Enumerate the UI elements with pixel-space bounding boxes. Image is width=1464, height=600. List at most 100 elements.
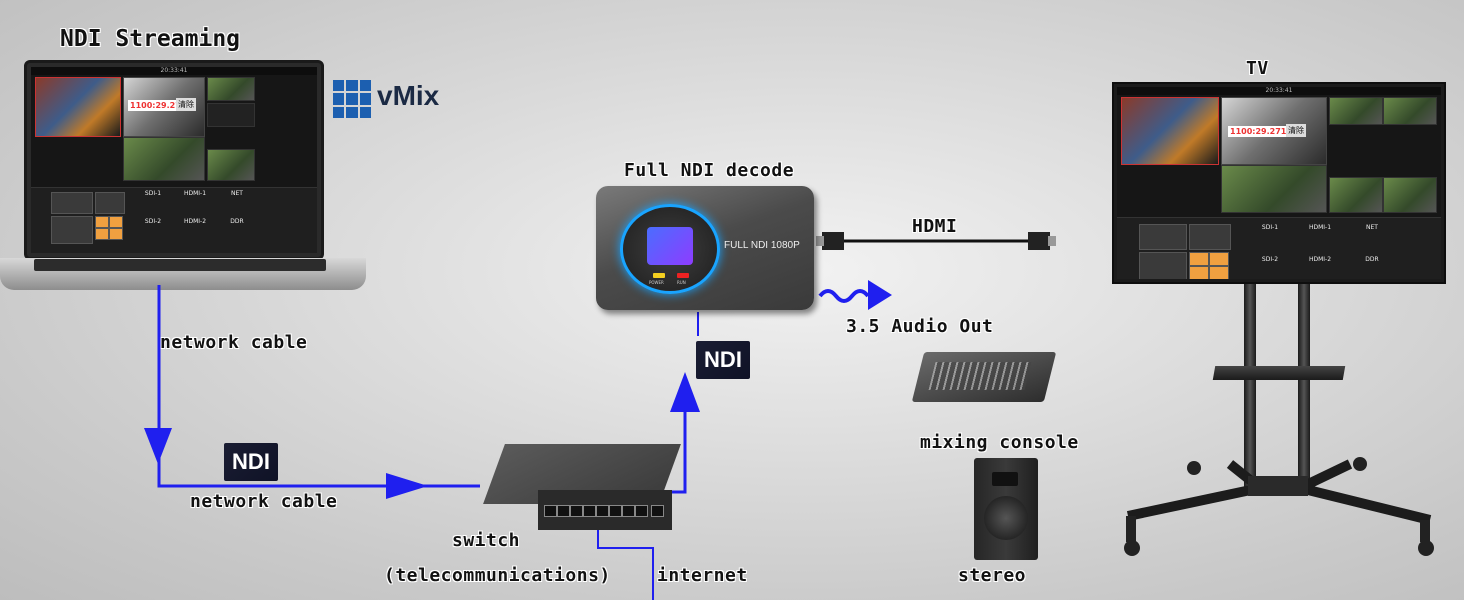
mixing-console-label: mixing console	[920, 432, 1079, 453]
tv-stand-pole	[1244, 284, 1256, 490]
input-name: HDMI-2	[183, 218, 207, 225]
telecom-label: (telecommunications)	[384, 565, 611, 586]
power-led-icon	[653, 273, 665, 278]
network-cable-label-1: network cable	[160, 332, 308, 353]
stereo-label: stereo	[958, 565, 1027, 586]
tv-stand-leg	[1298, 483, 1432, 525]
arrow-head-down	[144, 428, 172, 464]
input-name: HDMI-1	[1308, 224, 1332, 231]
layout-cell-active	[95, 228, 109, 240]
score-timer: 1100:29.271	[1228, 126, 1289, 137]
tv-screen: 20:33:41 1100:29.271 清除 SDI-1 HDMI-1 NET…	[1112, 82, 1446, 284]
audio-wave-arrow	[818, 289, 870, 303]
internet-cable-line	[597, 512, 654, 600]
ndi-logo: NDI	[696, 341, 750, 379]
layout-cell-active	[109, 216, 123, 228]
tv-label: TV	[1246, 58, 1269, 79]
power-led-label: POWER	[649, 280, 664, 285]
input-thumb	[1383, 177, 1437, 213]
input-thumb	[207, 77, 255, 101]
layout-cell-active	[1189, 252, 1209, 266]
layout-cell-active	[1189, 266, 1209, 279]
vmix-interface: 20:33:41 1100:29.271 清除 SDI-1 HDMI-1 NET…	[31, 67, 317, 253]
tv-stand-wheel	[1353, 457, 1367, 471]
score-timer: 1100:29.271	[128, 100, 189, 111]
tv-vmix-interface: 20:33:41 1100:29.271 清除 SDI-1 HDMI-1 NET…	[1117, 87, 1441, 279]
layout-cell	[51, 216, 93, 244]
tv-stand-leg	[1297, 459, 1353, 493]
ndi-streaming-label: NDI Streaming	[60, 26, 241, 52]
tv-stand-hub	[1248, 476, 1308, 496]
mixing-console-icon	[911, 352, 1057, 408]
input-name: HDMI-1	[183, 190, 207, 197]
hdmi-plug-left	[822, 232, 844, 250]
score-clear: 清除	[1286, 124, 1306, 137]
speaker-icon	[974, 458, 1038, 560]
audio-arrow-head	[868, 280, 892, 310]
tv-stand-wheel	[1418, 540, 1434, 556]
vmix-clock: 20:33:41	[1117, 87, 1441, 95]
camera-thumb	[1221, 165, 1327, 213]
hdmi-plug-left-tip	[816, 236, 824, 246]
layout-cell	[95, 192, 125, 214]
input-thumb	[207, 103, 255, 127]
tv-stand-wheel	[1187, 461, 1201, 475]
score-clear: 清除	[176, 98, 196, 111]
switch-port	[557, 505, 570, 517]
preview-monitor	[1121, 97, 1219, 165]
input-thumb	[1383, 97, 1437, 125]
tv-stand-caster	[1420, 520, 1430, 542]
tv-stand-wheel	[1124, 540, 1140, 556]
layout-cell-active	[109, 228, 123, 240]
switch-port	[583, 505, 596, 517]
tv-stand-shelf	[1212, 366, 1346, 380]
input-name: NET	[1366, 224, 1378, 231]
internet-label: internet	[657, 565, 748, 586]
switch-port	[609, 505, 622, 517]
input-thumb	[1329, 97, 1383, 125]
decoder-ring: POWER RUN	[620, 204, 720, 294]
input-thumb	[1329, 177, 1383, 213]
laptop-screen: 20:33:41 1100:29.271 清除 SDI-1 HDMI-1 NET…	[24, 60, 324, 260]
input-name: NET	[231, 190, 243, 197]
vmix-control-panel: SDI-1 HDMI-1 NET SDI-2 HDMI-2 DDR	[1117, 217, 1441, 279]
layout-cell	[51, 192, 93, 214]
vmix-control-panel: SDI-1 HDMI-1 NET SDI-2 HDMI-2 DDR	[31, 187, 317, 253]
network-cable-label-2: network cable	[190, 491, 338, 512]
preview-monitor	[35, 77, 121, 137]
tv-stand-base	[1124, 457, 1434, 556]
switch-port	[635, 505, 648, 517]
hdmi-plug-right-tip	[1048, 236, 1056, 246]
decoder-display	[647, 227, 693, 265]
layout-cell-active	[95, 216, 109, 228]
switch-port	[544, 505, 557, 517]
program-monitor: 1100:29.271 清除	[123, 77, 205, 137]
switch-port	[596, 505, 609, 517]
vmix-logo-icon	[333, 80, 371, 118]
layout-cell	[1189, 224, 1231, 250]
program-monitor: 1100:29.271 清除	[1221, 97, 1327, 165]
layout-cell-active	[1209, 266, 1229, 279]
input-name: SDI-1	[1261, 224, 1279, 231]
layout-cell-active	[1209, 252, 1229, 266]
input-name: HDMI-2	[1308, 256, 1332, 263]
switch-port	[651, 505, 664, 517]
vmix-logo-text: vMix	[377, 80, 440, 111]
run-led-icon	[677, 273, 689, 278]
switch-port	[570, 505, 583, 517]
run-led-label: RUN	[677, 280, 686, 285]
decoder-model-text: FULL NDI 1080P	[724, 240, 800, 251]
switch-port	[622, 505, 635, 517]
audio-out-label: 3.5 Audio Out	[846, 316, 994, 337]
arrow-head-up	[670, 372, 700, 412]
switch-label: switch	[452, 530, 521, 551]
input-name: SDI-2	[144, 218, 162, 225]
ndi-decoder-device: POWER RUN FULL NDI 1080P	[596, 186, 814, 310]
vmix-clock: 20:33:41	[31, 67, 317, 75]
input-name: DDR	[230, 218, 244, 225]
hdmi-plug-right	[1028, 232, 1050, 250]
input-name: DDR	[1365, 256, 1379, 263]
input-name: SDI-2	[1261, 256, 1279, 263]
network-cable-line	[157, 285, 480, 488]
